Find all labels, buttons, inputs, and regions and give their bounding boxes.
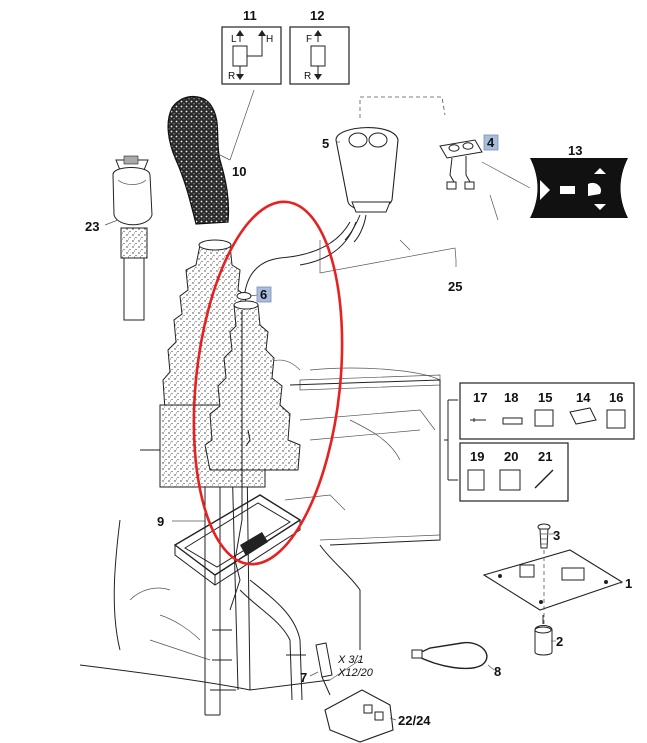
connector-ref-x1220: X12/20: [337, 667, 374, 679]
shift-knob-assembly: [112, 155, 153, 321]
highlight-ellipse: [192, 200, 344, 566]
plug-housing-icon: [534, 409, 554, 427]
callout-16: 16: [609, 390, 623, 405]
pin-terminal-icon: [470, 418, 486, 422]
callout-12: 12: [310, 8, 324, 23]
cable-tie: [411, 641, 488, 670]
callout-9: 9: [157, 514, 164, 529]
symbol11-right-label: H: [266, 34, 273, 45]
callout-1: 1: [625, 576, 632, 591]
callout-2: 2: [556, 634, 563, 649]
symbol12-bottom-label: R: [304, 71, 311, 82]
rubber-gaiter-front: [204, 300, 301, 471]
socket-2pin-icon: [499, 469, 521, 491]
connector-ref-x31: X 3/1: [337, 654, 364, 666]
callout-14: 14: [576, 390, 591, 405]
callout-10: 10: [232, 164, 246, 179]
callout-25: 25: [448, 279, 462, 294]
callout-13: 13: [568, 143, 582, 158]
symbol-box-11: L H R: [221, 26, 282, 85]
symbol11-left-label: L: [231, 34, 237, 45]
washer: [236, 292, 252, 300]
connector-housing: [324, 689, 394, 743]
assembly-leader-lines: [319, 96, 531, 274]
callout-20: 20: [504, 449, 518, 464]
screw: [537, 523, 551, 549]
connector-plug: [315, 642, 333, 696]
circuit-board: [482, 549, 624, 611]
plug-2pin-icon: [467, 469, 485, 491]
grip-handle: [167, 95, 230, 225]
callout-22-24: 22/24: [398, 713, 431, 728]
knob-housing: [335, 127, 399, 243]
callout-6: 6: [260, 287, 267, 302]
connector-cap-icon: [606, 409, 626, 429]
connector-parts-table: [444, 382, 635, 502]
socket-terminal-icon: [502, 417, 523, 425]
cabin-floor-structure: [79, 359, 441, 691]
callout-leaders: [104, 89, 622, 721]
callout-18: 18: [504, 390, 518, 405]
switch-part: [439, 139, 483, 190]
callout-23: 23: [85, 219, 99, 234]
callout-11: 11: [243, 8, 257, 23]
callout-21: 21: [538, 449, 552, 464]
callout-8: 8: [494, 664, 501, 679]
callout-4: 4: [487, 135, 495, 150]
callout-labels: 11 12 10 23 5 4 13 6 25 17 18 15 14 16 1…: [85, 8, 632, 728]
callout-19: 19: [470, 449, 484, 464]
gear-lever-rods: [204, 459, 306, 716]
callout-15: 15: [538, 390, 552, 405]
symbol-box-12: F R: [289, 26, 350, 85]
spacer: [534, 615, 553, 656]
symbol11-bottom-label: R: [228, 71, 235, 82]
decal-plate: [530, 158, 628, 218]
socket-housing-icon: [569, 407, 597, 425]
callout-7: 7: [300, 670, 307, 685]
callout-3: 3: [553, 528, 560, 543]
callout-17: 17: [473, 390, 487, 405]
callout-6-highlight: [256, 286, 272, 303]
callout-5: 5: [322, 136, 329, 151]
symbol12-left-label: F: [306, 34, 312, 45]
callout-4-highlight: [483, 134, 499, 151]
crimp-pin-icon: [534, 469, 554, 489]
